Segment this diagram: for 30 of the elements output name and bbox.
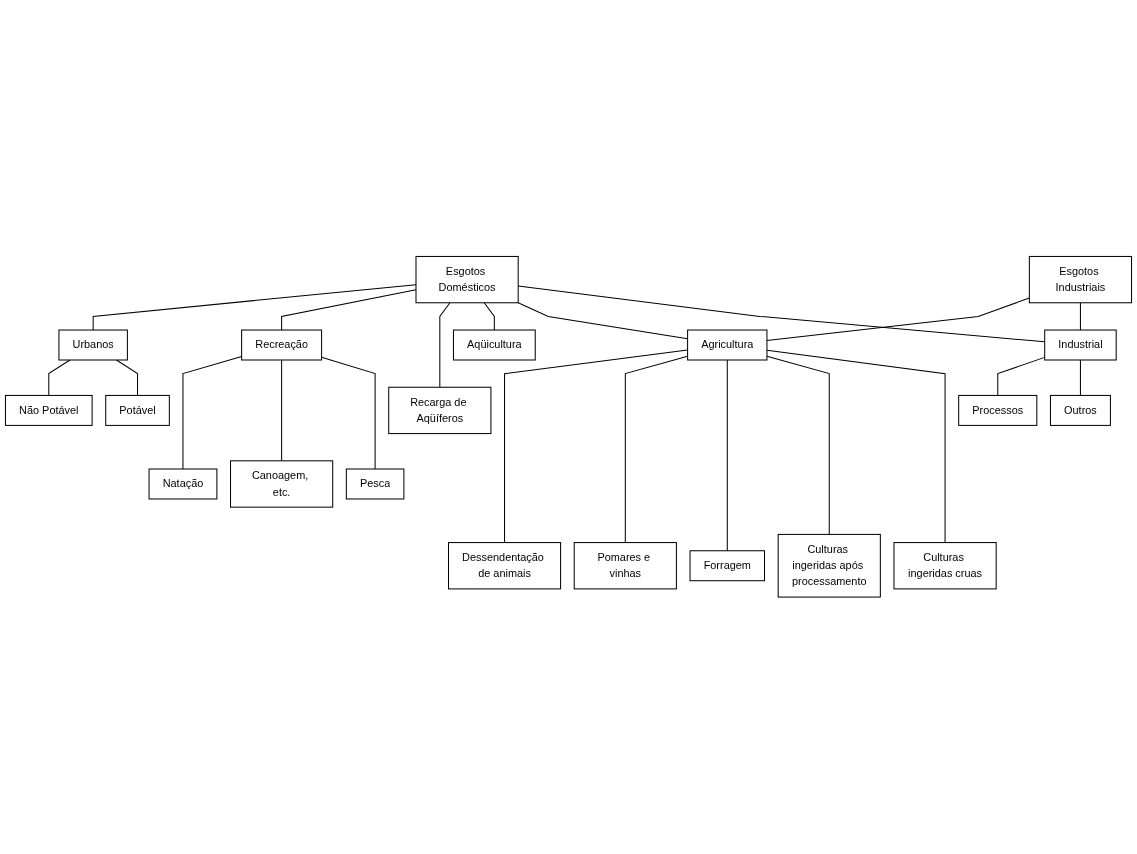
connector xyxy=(439,302,451,388)
connector xyxy=(1079,302,1081,331)
node-box: Culturas ingeridas após processamento xyxy=(777,534,881,598)
node-box: Culturas ingeridas cruas xyxy=(893,542,997,590)
node-box: Recarga de Aqüíferos xyxy=(388,387,492,435)
node-box: Potável xyxy=(105,395,170,427)
node-box: Processos xyxy=(958,395,1038,427)
node-box: Agricultura xyxy=(687,329,768,361)
node-box: Pomares e vinhas xyxy=(573,542,677,590)
connector xyxy=(281,359,283,462)
node-box: Outros xyxy=(1049,395,1111,427)
node-box: Natação xyxy=(148,468,218,500)
node-box: Não Potável xyxy=(4,395,93,427)
connector xyxy=(321,356,376,470)
connector xyxy=(766,355,830,536)
node-box: Dessendentação de animais xyxy=(448,542,562,590)
connector xyxy=(1079,359,1081,397)
node-box: Esgotos Domésticos xyxy=(415,256,519,304)
node-box: Forragem xyxy=(689,550,766,582)
node-box: Pesca xyxy=(345,468,405,500)
node-box: Recreação xyxy=(241,329,323,361)
node-box: Canoagem, etc. xyxy=(230,460,334,508)
node-box: Industrial xyxy=(1044,329,1117,361)
node-box: Esgotos Industriais xyxy=(1028,256,1133,304)
connector xyxy=(726,359,728,552)
node-box: Aqüicultura xyxy=(452,329,536,361)
node-box: Urbanos xyxy=(58,329,128,361)
connector xyxy=(766,349,946,544)
connector xyxy=(766,297,1030,342)
connector xyxy=(483,302,495,331)
